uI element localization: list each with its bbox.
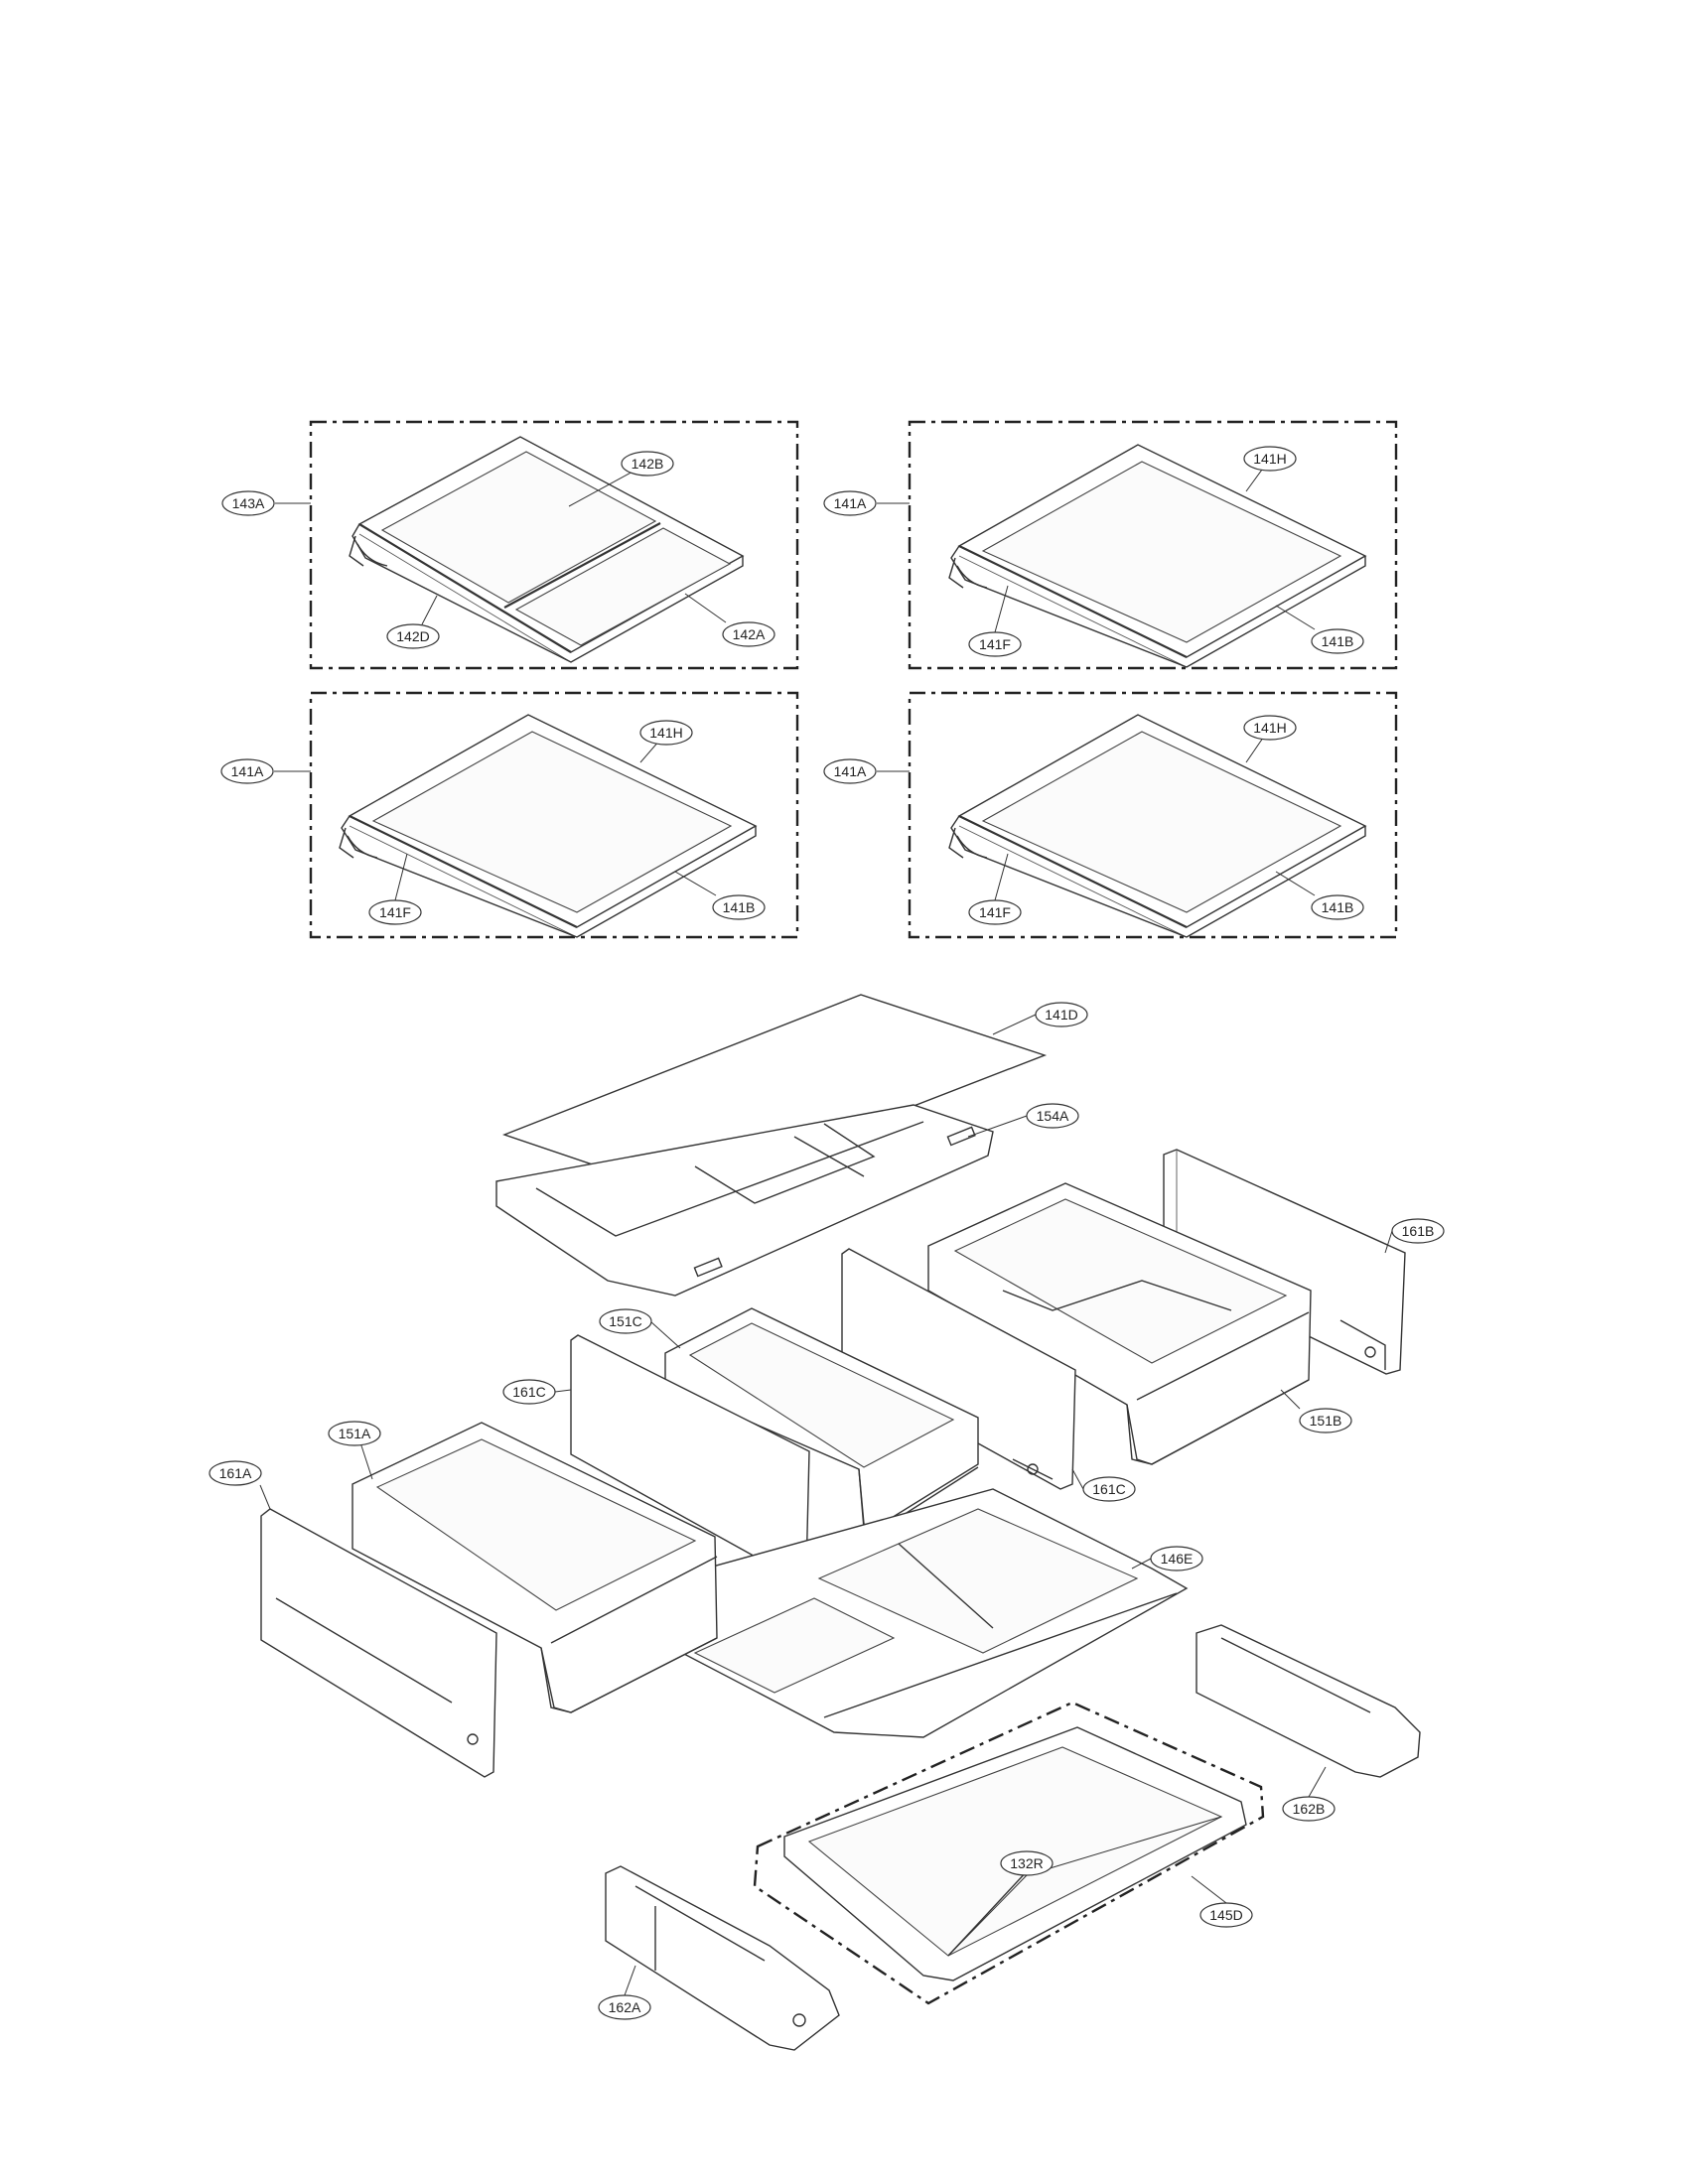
part-tag-151C: 151C (599, 1308, 652, 1334)
svg-text:142B: 142B (632, 456, 664, 472)
part-tag-132R: 132R (1000, 1850, 1054, 1876)
part-tag-142D: 142D (386, 623, 440, 649)
svg-text:161B: 161B (1402, 1223, 1435, 1239)
part-tag-162A: 162A (598, 1994, 651, 2020)
assembly-box-143A (309, 420, 799, 670)
split-glass-shelf (349, 436, 745, 663)
svg-text:141H: 141H (649, 725, 682, 741)
svg-text:151B: 151B (1310, 1413, 1342, 1429)
svg-text:141A: 141A (834, 763, 867, 779)
part-tag-141A-bottom-right: 141A (823, 758, 877, 784)
assembly-box-141A-bottom-left (309, 691, 799, 939)
part-tag-151A: 151A (328, 1421, 381, 1446)
part-tag-141F-bottom-left: 141F (368, 899, 422, 925)
part-tag-141F-bottom-right: 141F (968, 899, 1022, 925)
crisper-drawer-right (927, 1182, 1312, 1465)
crisper-drawer-left (352, 1422, 718, 1713)
part-tag-145D: 145D (1199, 1902, 1253, 1928)
svg-text:141F: 141F (979, 636, 1011, 652)
part-tag-141H-top-right: 141H (1243, 446, 1297, 472)
part-tag-141B-bottom-right: 141B (1311, 894, 1364, 920)
part-tag-146E: 146E (1150, 1546, 1203, 1571)
svg-text:143A: 143A (232, 495, 265, 511)
part-tag-141B-bottom-left: 141B (712, 894, 766, 920)
part-tag-161B: 161B (1391, 1218, 1445, 1244)
slide-rail-right (1196, 1624, 1421, 1778)
svg-text:151C: 151C (609, 1313, 641, 1329)
part-tag-141B-top-right: 141B (1311, 628, 1364, 654)
svg-text:162A: 162A (609, 1999, 641, 2015)
part-tag-154A: 154A (1026, 1103, 1079, 1129)
part-tag-142B: 142B (621, 451, 674, 477)
svg-text:132R: 132R (1010, 1855, 1043, 1871)
svg-text:141F: 141F (979, 904, 1011, 920)
part-tag-143A: 143A (221, 490, 275, 516)
glass-shelf-141A-bottom-left (339, 714, 758, 938)
svg-text:146E: 146E (1161, 1551, 1194, 1567)
assembly-box-141A-bottom-right (908, 691, 1398, 939)
svg-text:142D: 142D (396, 628, 429, 644)
svg-text:142A: 142A (733, 626, 766, 642)
glass-shelf-141A-bottom-right (948, 714, 1367, 938)
svg-text:141A: 141A (834, 495, 867, 511)
svg-text:141F: 141F (379, 904, 411, 920)
svg-text:141B: 141B (1322, 633, 1354, 649)
part-tag-141A-top-right: 141A (823, 490, 877, 516)
part-tag-161C-right: 161C (1082, 1476, 1136, 1502)
part-tag-141A-bottom-left: 141A (220, 758, 274, 784)
svg-text:162B: 162B (1293, 1801, 1326, 1817)
part-tag-142A: 142A (722, 621, 775, 647)
svg-text:154A: 154A (1037, 1108, 1069, 1124)
slide-rail-left (605, 1865, 840, 2051)
part-tag-161C-middle: 161C (502, 1379, 556, 1405)
part-tag-141H-bottom-left: 141H (639, 720, 693, 746)
svg-text:145D: 145D (1209, 1907, 1242, 1923)
crisper-cover-frame (495, 1104, 994, 1297)
glass-shelf-141A-top-right (948, 444, 1367, 668)
svg-text:161C: 161C (512, 1384, 545, 1400)
svg-text:141B: 141B (1322, 899, 1354, 915)
part-tag-162B: 162B (1282, 1796, 1336, 1822)
part-tag-141F-top-right: 141F (968, 631, 1022, 657)
part-tag-141D: 141D (1035, 1002, 1088, 1027)
assembly-box-141A-top-right (908, 420, 1398, 670)
assembly-box-145D (753, 1701, 1265, 2005)
svg-text:141A: 141A (231, 763, 264, 779)
svg-text:161A: 161A (219, 1465, 252, 1481)
svg-text:141H: 141H (1253, 451, 1286, 467)
svg-text:151A: 151A (339, 1426, 371, 1441)
part-tag-151B: 151B (1299, 1408, 1352, 1433)
svg-text:141H: 141H (1253, 720, 1286, 736)
svg-text:161C: 161C (1092, 1481, 1125, 1497)
svg-text:141D: 141D (1045, 1007, 1077, 1023)
part-tag-161A: 161A (209, 1460, 262, 1486)
svg-text:141B: 141B (723, 899, 756, 915)
part-tag-141H-bottom-right: 141H (1243, 715, 1297, 741)
bottom-tray-frame (615, 1488, 1189, 1738)
